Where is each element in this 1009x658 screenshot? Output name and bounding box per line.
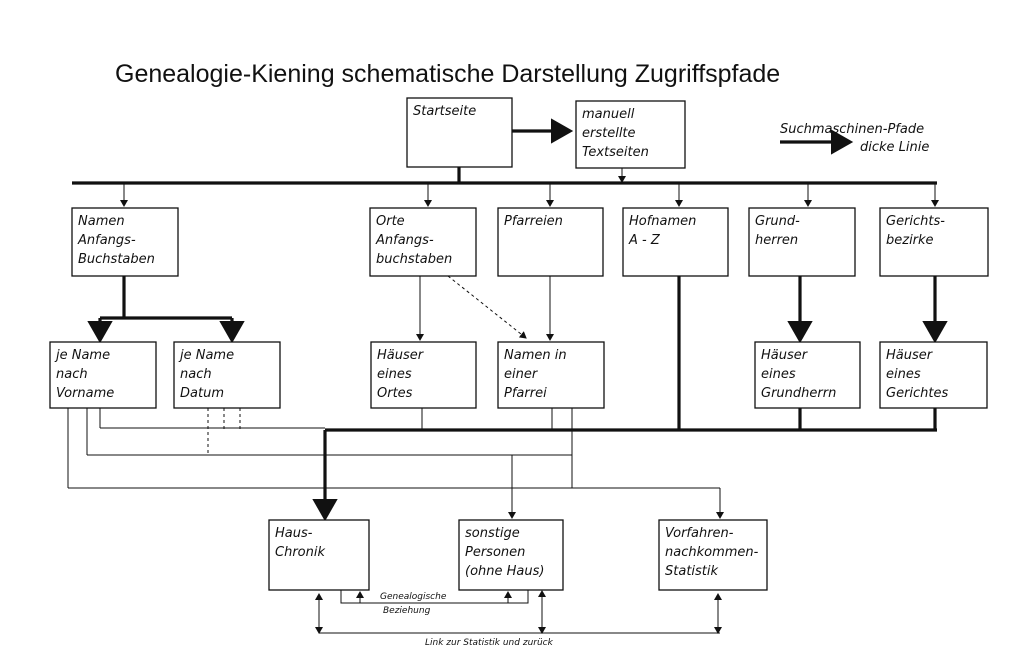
box-text-line: einer: [504, 367, 539, 382]
box-text-line: (ohne Haus): [465, 564, 544, 579]
box-text-line: bezirke: [886, 233, 934, 248]
box-text-line: Statistik: [665, 564, 719, 579]
box-text-line: Buchstaben: [78, 252, 155, 267]
box-hauschronik: Haus- Chronik: [268, 519, 370, 591]
label-genealogische: Genealogische: [380, 592, 447, 602]
box-text-line: Chronik: [275, 545, 325, 560]
box-frame: [879, 207, 989, 277]
box-text-line: Häuser: [761, 348, 809, 363]
box-text-line: Startseite: [413, 104, 476, 119]
box-text-line: Gerichts-: [886, 214, 945, 229]
legend-line1: Suchmaschinen-Pfade: [780, 122, 924, 137]
diagram-title: Genealogie-Kiening schematische Darstell…: [115, 60, 780, 88]
box-frame: [658, 519, 768, 591]
box-text-line: buchstaben: [376, 252, 452, 267]
box-text-line: Pfarreien: [504, 214, 563, 229]
box-hofnamen: Hofnamen A - Z: [622, 207, 729, 277]
box-startseite: Startseite: [406, 97, 513, 168]
box-text-line: nachkommen-: [665, 545, 759, 560]
box-text-line: Pfarrei: [504, 386, 547, 401]
box-text-line: nach: [180, 367, 212, 382]
box-text-line: Textseiten: [582, 145, 649, 160]
box-text-line: Vorname: [56, 386, 114, 401]
box-text-line: Häuser: [377, 348, 425, 363]
box-frame: [370, 341, 477, 409]
box-frame: [748, 207, 856, 277]
box-text-line: Personen: [465, 545, 525, 560]
box-text-line: Anfangs-: [375, 233, 434, 248]
box-frame: [49, 341, 157, 409]
box-statistik: Vorfahren-nachkommen- Statistik: [658, 519, 768, 591]
box-text-line: Haus-: [275, 526, 313, 541]
box-frame: [575, 100, 686, 169]
label-beziehung: Beziehung: [383, 606, 431, 616]
box-gerichtsbezirke: Gerichts-bezirke: [879, 207, 989, 277]
box-frame: [879, 341, 988, 409]
box-frame: [406, 97, 513, 168]
box-grundherren: Grund-herren: [748, 207, 856, 277]
box-frame: [71, 207, 179, 277]
box-text-line: manuell: [582, 107, 635, 122]
box-text-line: je Name: [54, 348, 110, 363]
box-pfarreien: Pfarreien: [497, 207, 604, 277]
box-frame: [369, 207, 477, 277]
box-frame: [458, 519, 564, 591]
box-frame: [173, 341, 281, 409]
box-text-line: Grundherrn: [761, 386, 836, 401]
box-text-line: sonstige: [465, 526, 520, 541]
legend: Suchmaschinen-Pfade dicke Linie: [780, 122, 929, 155]
box-text-line: Datum: [180, 386, 224, 401]
box-text-line: erstellte: [582, 126, 636, 141]
box-text-line: Namen in: [504, 348, 567, 363]
box-text-line: Hofnamen: [629, 214, 696, 229]
box-text-line: je Name: [178, 348, 234, 363]
box-frame: [622, 207, 729, 277]
box-frame: [497, 207, 604, 277]
connectors: [67, 118, 948, 634]
box-text-line: Vorfahren-: [665, 526, 734, 541]
box-text-line: Orte: [376, 214, 405, 229]
box-text-line: Anfangs-: [77, 233, 136, 248]
box-text-line: nach: [56, 367, 88, 382]
box-text-line: Gerichtes: [886, 386, 949, 401]
label-link-statistik: Link zur Statistik und zurück: [425, 638, 554, 648]
box-text-line: Namen: [78, 214, 125, 229]
box-frame: [268, 519, 370, 591]
box-text-line: eines: [886, 367, 921, 382]
box-text-line: Ortes: [377, 386, 413, 401]
box-frame: [497, 341, 605, 409]
box-text-line: Häuser: [886, 348, 934, 363]
box-text-line: A - Z: [628, 233, 661, 248]
box-text-line: herren: [755, 233, 798, 248]
box-text-line: eines: [761, 367, 796, 382]
box-text-line: eines: [377, 367, 412, 382]
box-text-line: Grund-: [755, 214, 800, 229]
box-frame: [754, 341, 861, 409]
legend-line2: dicke Linie: [860, 140, 929, 155]
